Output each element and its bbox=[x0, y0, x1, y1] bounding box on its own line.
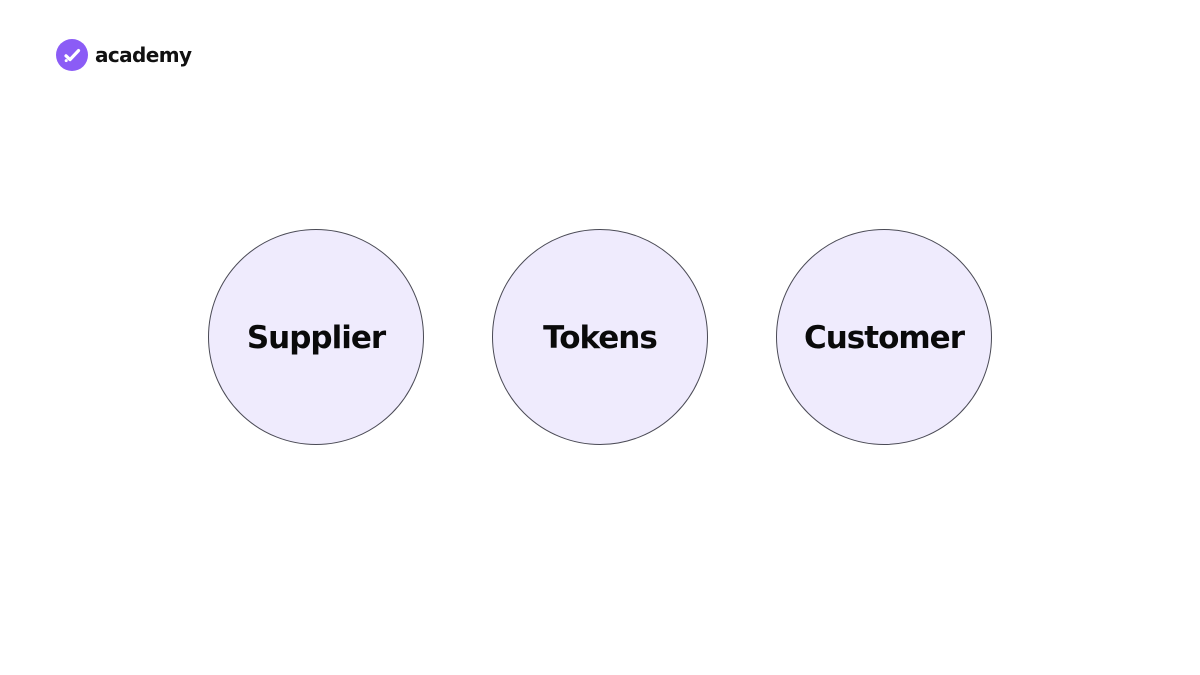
logo-dot bbox=[64, 59, 68, 63]
node-tokens-label: Tokens bbox=[543, 320, 658, 356]
node-tokens: Tokens bbox=[492, 229, 708, 445]
node-customer-label: Customer bbox=[803, 320, 965, 356]
brand-name: academy bbox=[95, 43, 192, 67]
node-customer: Customer bbox=[776, 229, 992, 445]
check-badge-icon bbox=[56, 39, 88, 71]
logo-badge-circle bbox=[56, 39, 88, 71]
node-supplier: Supplier bbox=[208, 229, 424, 445]
logo-check-mark bbox=[64, 49, 81, 62]
academy-logo: academy bbox=[56, 39, 192, 71]
node-supplier-label: Supplier bbox=[246, 320, 386, 356]
